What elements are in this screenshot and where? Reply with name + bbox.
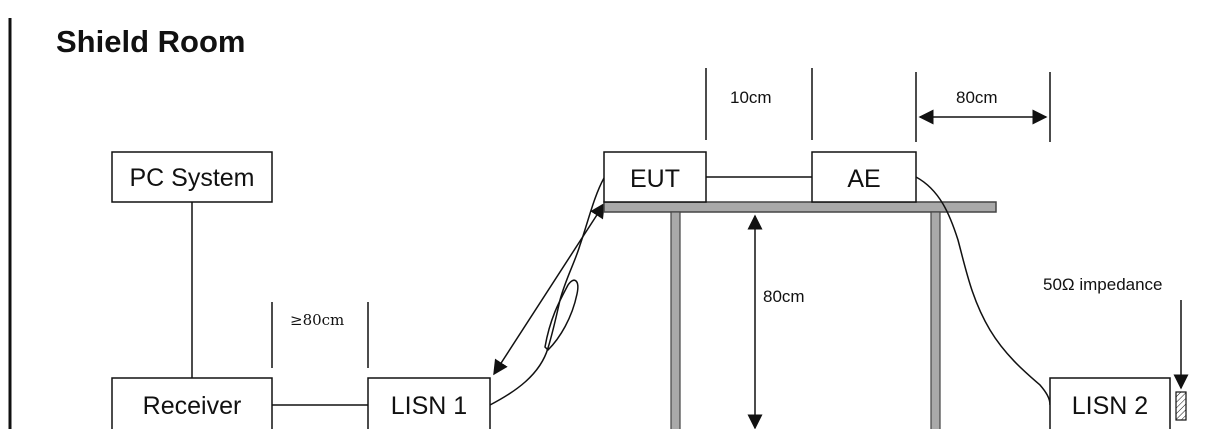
ae-power-cable <box>915 176 1051 406</box>
table-leg-right <box>930 211 941 429</box>
receiver-label: Receiver <box>143 392 242 420</box>
diagram-title: Shield Room <box>56 24 245 59</box>
cable-bundle-loop <box>544 279 579 352</box>
cable-length-arrow <box>493 202 605 376</box>
eut-box: EUT <box>603 151 707 203</box>
eut-label: EUT <box>630 165 680 193</box>
lisn2-label: LISN 2 <box>1072 392 1148 420</box>
table-top <box>603 201 997 213</box>
lisn1-label: LISN 1 <box>391 392 467 420</box>
lisn2-box: LISN 2 <box>1049 377 1171 429</box>
receiver-box: Receiver <box>111 377 273 429</box>
table-leg-left <box>670 211 681 429</box>
ae-label: AE <box>847 165 880 193</box>
pc-system-box: PC System <box>111 151 273 203</box>
pc-system-label: PC System <box>129 164 254 192</box>
termination-resistor <box>1175 391 1187 421</box>
receiver-lisn-distance: ≥80cm <box>290 311 344 329</box>
lisn1-box: LISN 1 <box>367 377 491 429</box>
impedance-label: 50Ω impedance <box>1043 275 1163 294</box>
ae-box: AE <box>811 151 917 203</box>
eut-ae-gap-label: 10cm <box>730 88 772 107</box>
ae-edge-label: 80cm <box>956 88 998 107</box>
table-height-label: 80cm <box>763 287 805 306</box>
